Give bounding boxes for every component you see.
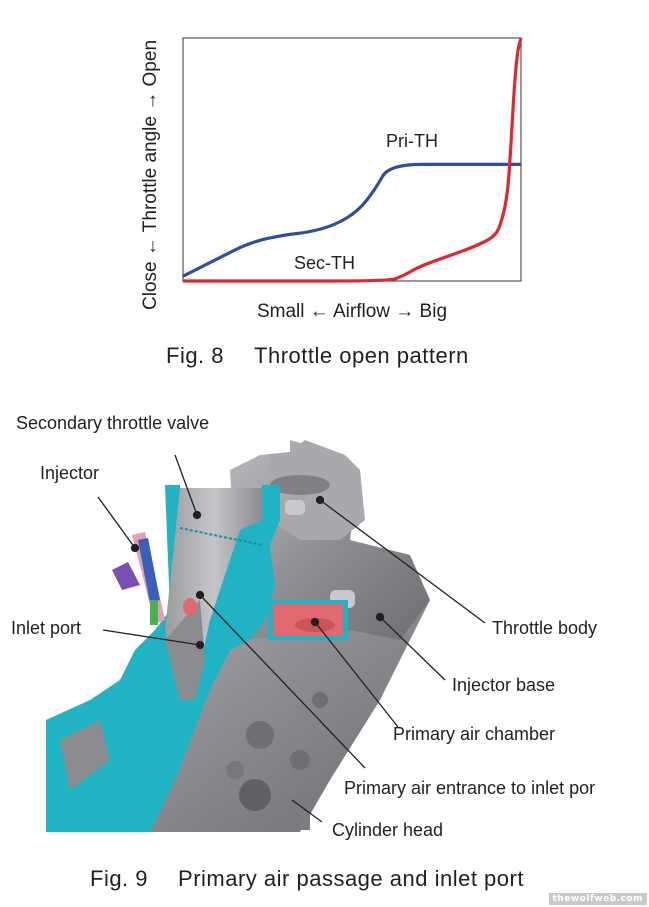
watermark: thewolfweb.com — [548, 893, 647, 905]
fig8-caption-title: Throttle open pattern — [254, 343, 469, 368]
engine-cutaway-illustration — [46, 440, 486, 832]
throttle-chart: Pri-TH Sec-TH Small ← Airflow → Big — [182, 37, 523, 322]
leader-lines — [97, 454, 486, 823]
label-throttle-body: Throttle body — [492, 618, 598, 638]
injector-shape — [112, 532, 165, 625]
series-label-sec-th: Sec-TH — [294, 253, 355, 273]
x-axis-label: Small ← Airflow → Big — [257, 301, 447, 322]
series-line-sec-th — [183, 37, 523, 283]
label-inlet-port: Inlet port — [11, 618, 82, 638]
series-label-pri-th: Pri-TH — [386, 131, 438, 151]
label-secondary-throttle-valve: Secondary throttle valve — [16, 413, 210, 433]
y-axis-label: Close ← Throttle angle → Open — [140, 39, 161, 310]
label-injector-base: Injector base — [452, 675, 556, 695]
fig8-caption: Fig. 8 Throttle open pattern — [166, 343, 469, 369]
fig9-caption-number: Fig. 9 — [90, 866, 149, 891]
fig9-caption: Fig. 9 Primary air passage and inlet port — [90, 866, 524, 892]
label-primary-air-entrance: Primary air entrance to inlet por — [344, 778, 596, 798]
series-line-pri-th — [182, 162, 521, 278]
label-injector: Injector — [40, 463, 100, 483]
chart-plot-frame — [182, 37, 522, 282]
fig9-caption-title: Primary air passage and inlet port — [178, 866, 524, 891]
fig8-caption-number: Fig. 8 — [166, 343, 225, 368]
label-cylinder-head: Cylinder head — [332, 820, 444, 840]
section-cut — [46, 485, 348, 832]
label-primary-air-chamber: Primary air chamber — [393, 724, 556, 744]
